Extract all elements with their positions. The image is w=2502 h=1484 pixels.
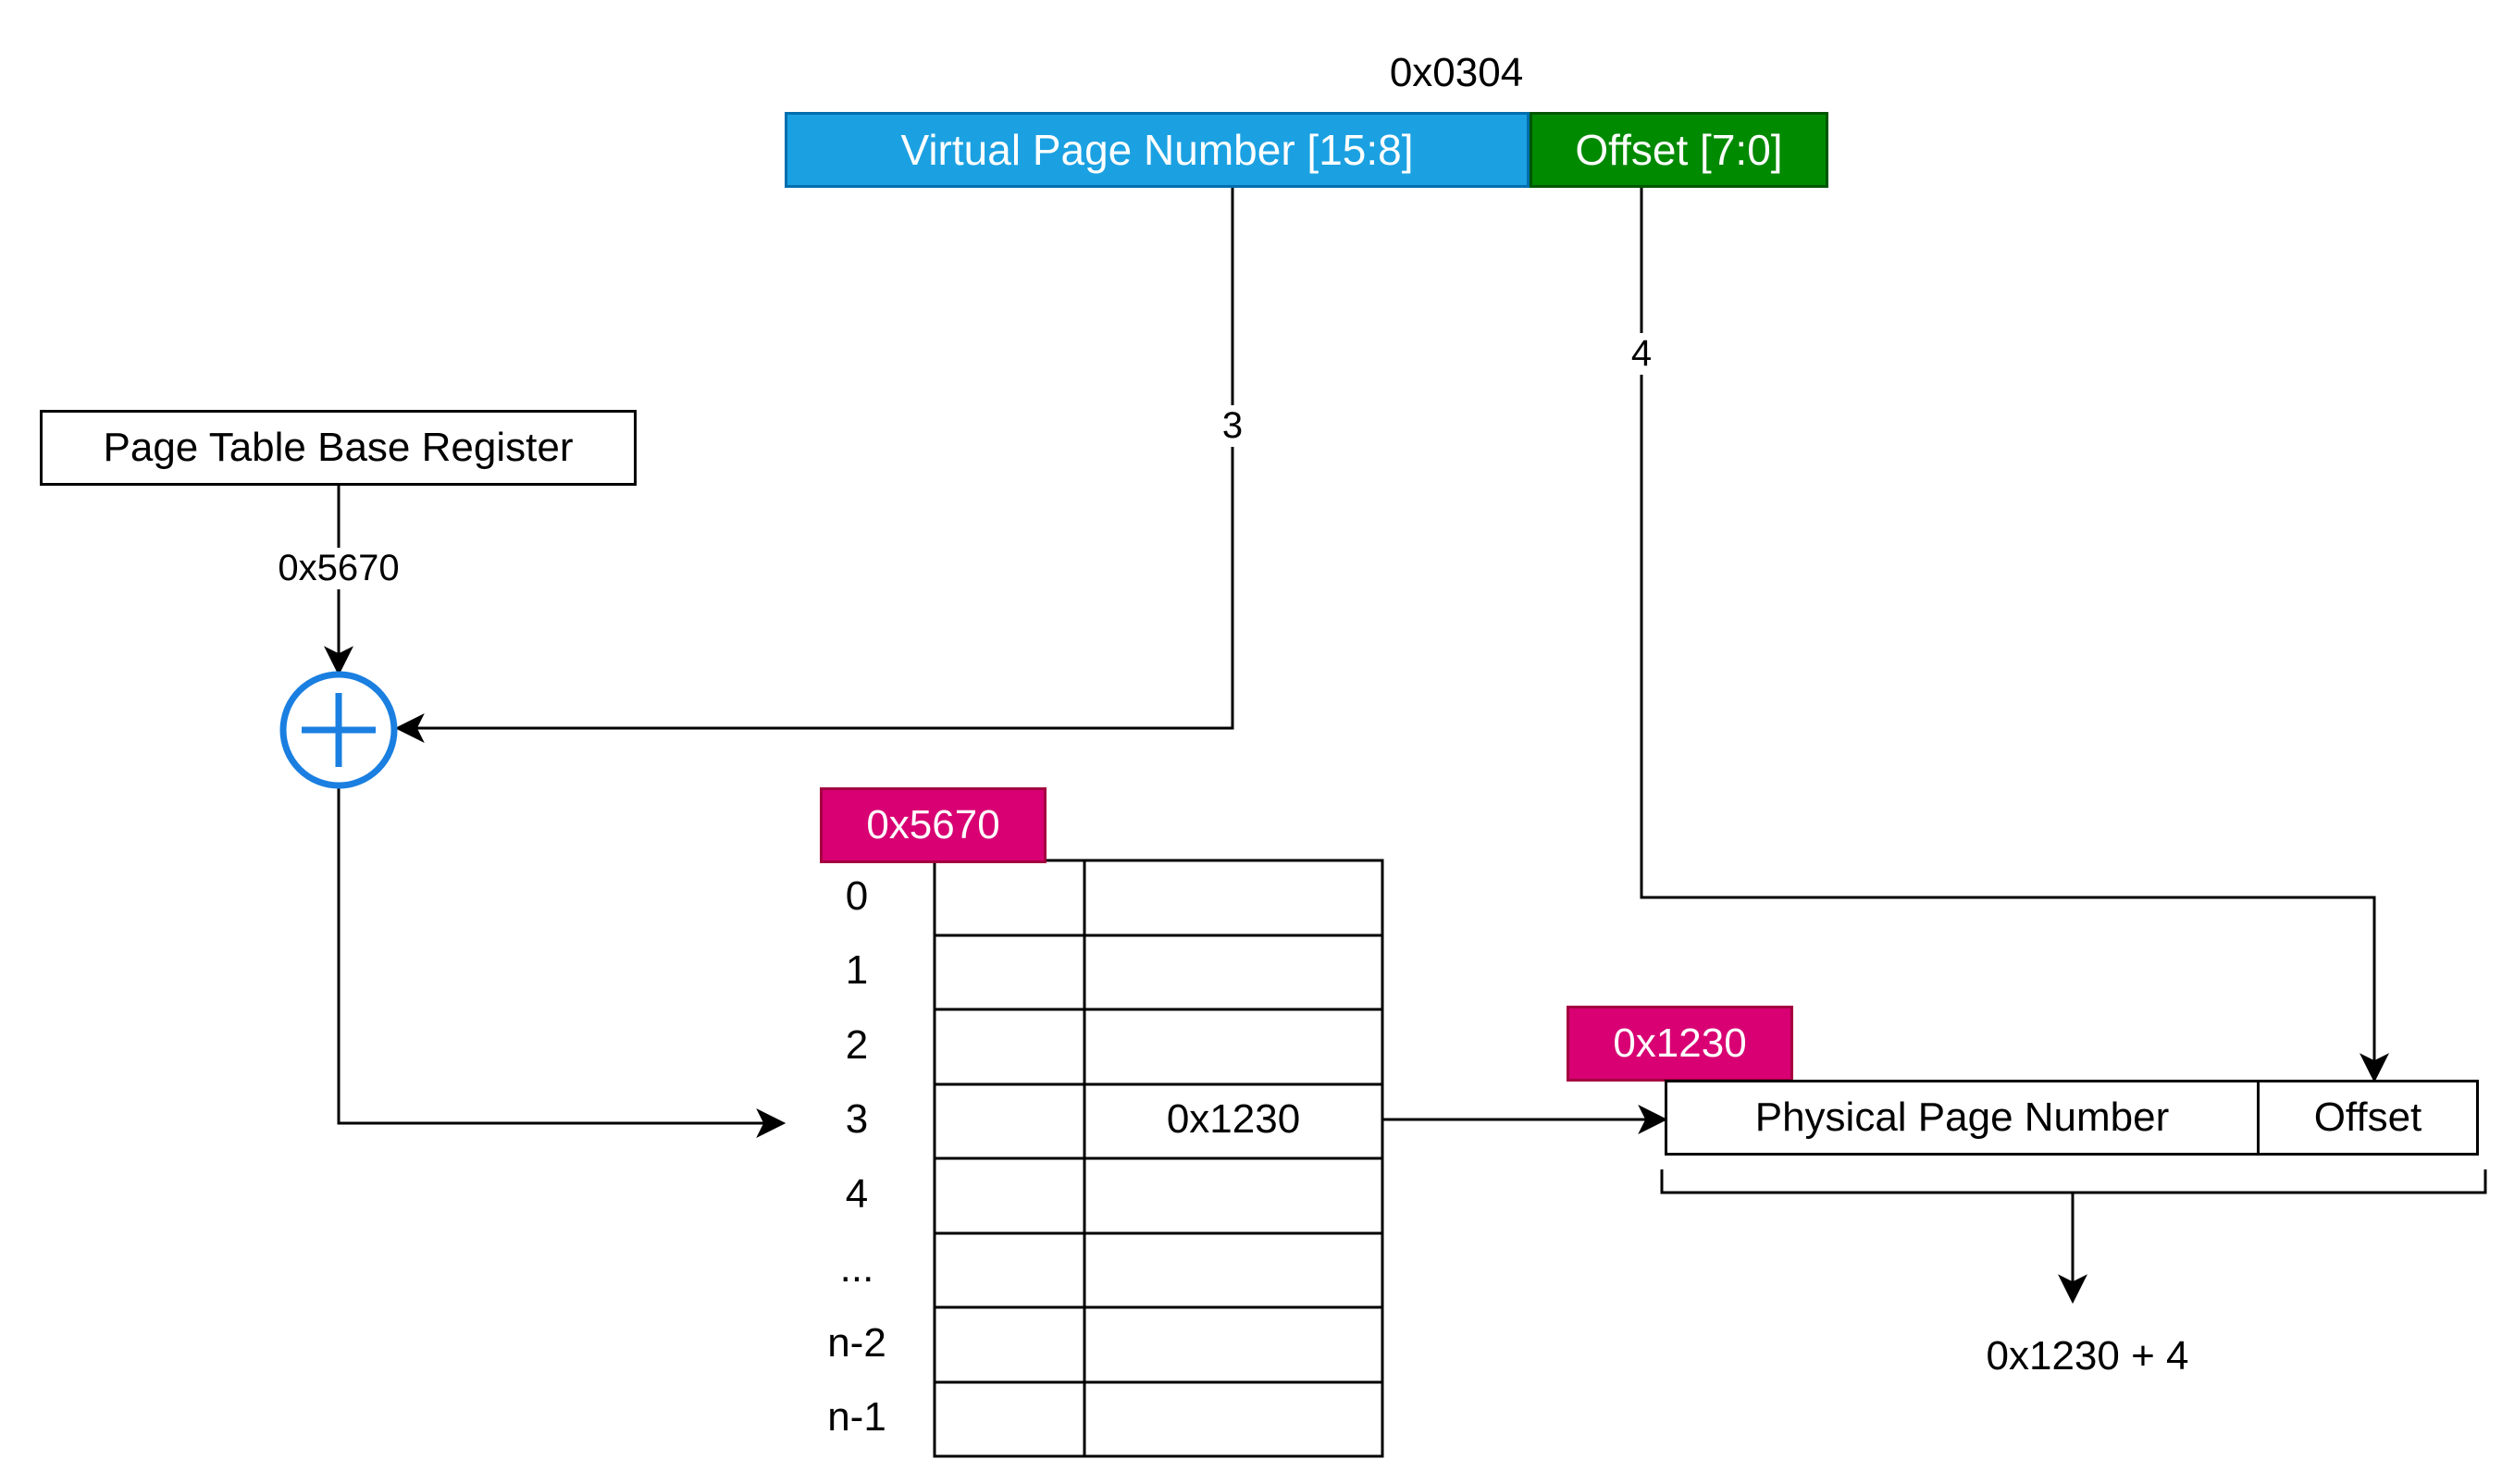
- physical-page-number-field: Physical Page Number: [1665, 1080, 2260, 1156]
- vpn-to-adder-arrow: [394, 188, 1234, 743]
- page-table-base-tag: 0x5670: [820, 787, 1047, 863]
- offset-value-label: 4: [1627, 333, 1656, 375]
- virtual-offset-field: Offset [7:0]: [1530, 112, 1828, 188]
- page-table-entry: 0x1230: [1166, 1096, 1301, 1142]
- offset-to-physical-arrow: [1640, 188, 2389, 1083]
- row-index: ...: [839, 1245, 874, 1291]
- virtual-address-value: 0x0304: [1389, 50, 1524, 95]
- row-index: 1: [845, 947, 869, 993]
- row-index: 2: [845, 1022, 869, 1068]
- physical-offset-field: Offset: [2257, 1080, 2479, 1156]
- physical-frame-tag: 0x1230: [1567, 1006, 1793, 1082]
- adder-to-row-arrow: [337, 787, 787, 1138]
- row-index: 3: [845, 1096, 869, 1142]
- row-index: 4: [845, 1171, 869, 1217]
- row-index: 0: [845, 873, 869, 919]
- virtual-page-number-field: Virtual Page Number [15:8]: [785, 112, 1530, 188]
- vpn-value-label: 3: [1218, 405, 1247, 447]
- row-index: n-2: [827, 1320, 886, 1366]
- physical-address-result: 0x1230 + 4: [1986, 1333, 2189, 1379]
- row-index: n-1: [827, 1394, 886, 1440]
- ptbr-value-label: 0x5670: [274, 548, 403, 589]
- adder-icon: [279, 671, 398, 789]
- page-table-grid: [933, 859, 1384, 1458]
- page-table-base-register: Page Table Base Register: [40, 410, 637, 486]
- physical-address-bracket: [1660, 1169, 2487, 1194]
